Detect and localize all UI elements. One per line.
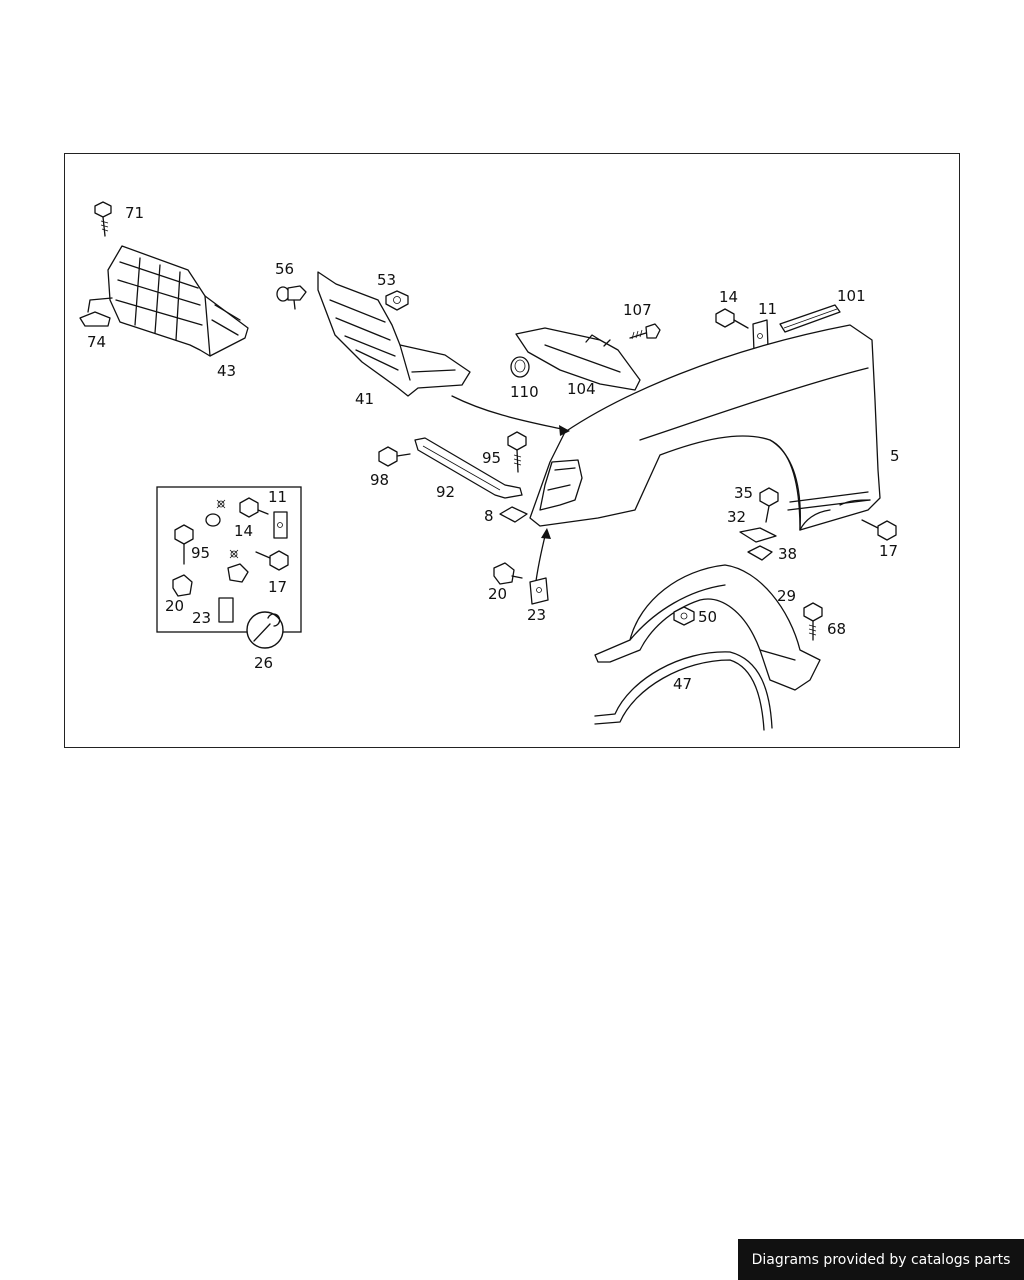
kit-95-screw [174, 524, 194, 565]
kit-callout-11: 11 [268, 488, 287, 506]
part-43-grille[interactable] [107, 245, 249, 357]
kit-17-screw [255, 550, 289, 571]
callout-35: 35 [734, 484, 753, 502]
kit-callout-17: 17 [268, 578, 287, 596]
credit-text: Diagrams provided by catalogs parts [751, 1251, 1011, 1268]
kit-11-clip [273, 511, 288, 539]
part-14-bolt[interactable] [715, 308, 749, 329]
kit-callout-26: 26 [254, 654, 273, 672]
part-23-clip[interactable] [529, 577, 549, 605]
callout-38: 38 [778, 545, 797, 563]
part-101-strip[interactable] [779, 304, 841, 333]
part-53-nut[interactable] [385, 290, 409, 311]
part-17-screw[interactable] [861, 519, 897, 541]
part-47-seal[interactable] [594, 651, 773, 731]
callout-101: 101 [837, 287, 866, 305]
part-92-bracket[interactable] [414, 437, 523, 499]
kit-23-clip [218, 597, 234, 623]
part-41-air-duct[interactable] [317, 271, 471, 397]
kit-callout-14: 14 [234, 522, 253, 540]
part-107-screw[interactable] [629, 323, 661, 340]
part-68-screw[interactable] [803, 602, 823, 641]
part-56-rivet[interactable] [276, 285, 307, 310]
callout-56: 56 [275, 260, 294, 278]
callout-23: 23 [527, 606, 546, 624]
part-71-bolt[interactable] [94, 201, 112, 237]
wrench-icon [246, 611, 284, 649]
callout-5: 5 [890, 447, 900, 465]
part-5-fender[interactable] [529, 324, 881, 531]
callout-20: 20 [488, 585, 507, 603]
callout-68: 68 [827, 620, 846, 638]
parts-diagram-svg: 71 74 43 56 53 41 107 110 104 14 11 101 … [79, 201, 900, 731]
part-20-bolt[interactable] [493, 562, 523, 585]
callout-17: 17 [879, 542, 898, 560]
callout-29: 29 [777, 587, 796, 605]
part-74-clip[interactable] [79, 297, 113, 327]
kit-callout-20: 20 [165, 597, 184, 615]
kit-20-bolt [172, 574, 193, 597]
callout-14: 14 [719, 288, 738, 306]
callout-71: 71 [125, 204, 144, 222]
kit-clip [227, 563, 249, 583]
part-32-clip[interactable] [739, 527, 777, 543]
callout-50: 50 [698, 608, 717, 626]
callout-107: 107 [623, 301, 652, 319]
part-50-nut[interactable] [673, 606, 695, 626]
parts-diagram: 71 74 43 56 53 41 107 110 104 14 11 101 … [64, 153, 960, 748]
kit-14-bolt [239, 497, 269, 518]
kit-callout-23: 23 [192, 609, 211, 627]
part-95-screw[interactable] [507, 431, 527, 473]
part-110-grommet[interactable] [510, 356, 530, 378]
callout-104: 104 [567, 380, 596, 398]
callout-43: 43 [217, 362, 236, 380]
callout-47: 47 [673, 675, 692, 693]
callout-32: 32 [727, 508, 746, 526]
credit-banner: Diagrams provided by catalogs parts [738, 1239, 1024, 1280]
callout-98: 98 [370, 471, 389, 489]
callout-92: 92 [436, 483, 455, 501]
callout-labels: 71 74 43 56 53 41 107 110 104 14 11 101 … [87, 204, 900, 693]
callout-41: 41 [355, 390, 374, 408]
callout-95: 95 [482, 449, 501, 467]
kit-callout-95: 95 [191, 544, 210, 562]
part-35-screw[interactable] [759, 487, 779, 523]
part-98-bolt[interactable] [378, 446, 411, 467]
callout-74: 74 [87, 333, 106, 351]
part-38-clip[interactable] [747, 545, 773, 561]
callout-11: 11 [758, 300, 777, 318]
part-104-air-guide[interactable] [515, 327, 641, 391]
part-8-clip[interactable] [499, 506, 528, 523]
callout-8: 8 [484, 507, 494, 525]
hardware-kit-box [156, 486, 302, 649]
callout-53: 53 [377, 271, 396, 289]
part-29-wheel-liner[interactable] [594, 564, 821, 691]
kit-grommet [205, 513, 221, 527]
callout-110: 110 [510, 383, 539, 401]
